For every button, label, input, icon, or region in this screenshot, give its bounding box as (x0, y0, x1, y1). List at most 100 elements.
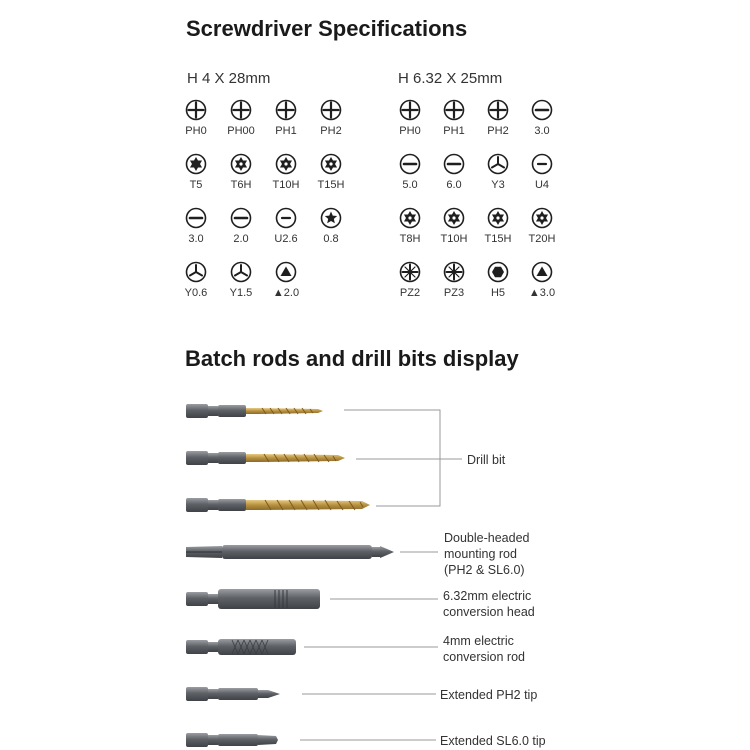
bit-label: H5 (490, 287, 506, 299)
torx-security-icon (443, 207, 465, 229)
callout-line: (PH2 & SL6.0) (444, 563, 525, 577)
conversion-head (186, 589, 320, 609)
extended-sl60-tip (186, 733, 278, 747)
specs-title: Screwdriver Specifications (186, 16, 468, 41)
drill-bit-medium (186, 451, 345, 465)
bit-cell: T8H (387, 207, 433, 245)
callout-ph2-tip: Extended PH2 tip (440, 688, 538, 702)
bit-label: T5 (189, 179, 203, 191)
bit-label: PH00 (227, 125, 255, 137)
triangle-icon (275, 261, 297, 283)
bit-cell: H5 (475, 261, 521, 299)
torx-security-icon (531, 207, 553, 229)
bit-cell: T15H (475, 207, 521, 245)
bit-label: T6H (230, 179, 252, 191)
bit-label: PH2 (320, 125, 342, 137)
bit-label: T15H (317, 179, 345, 191)
pozidriv-icon (399, 261, 421, 283)
bit-label: T8H (399, 233, 421, 245)
bit-cell: PH0 (387, 99, 433, 137)
phillips-icon (399, 99, 421, 121)
bit-cell: PH2 (308, 99, 354, 137)
bit-label: Y0.6 (184, 287, 208, 299)
drill-bit-small (186, 404, 323, 418)
bit-cell: U4 (519, 153, 565, 191)
bit-label: T10H (440, 233, 468, 245)
slotted-icon (230, 207, 252, 229)
bit-label: 6.0 (446, 179, 462, 191)
bit-label: 5.0 (402, 179, 418, 191)
bit-label: T10H (272, 179, 300, 191)
bit-label: PH2 (487, 125, 509, 137)
slotted-small-icon (531, 153, 553, 175)
callout-line: 6.32mm electric (443, 589, 532, 603)
triangle-icon (531, 261, 553, 283)
bit-cell: 6.0 (431, 153, 477, 191)
bit-cell: PZ3 (431, 261, 477, 299)
bit-label: PH1 (275, 125, 297, 137)
bit-cell: ▲2.0 (263, 261, 309, 299)
star-icon (320, 207, 342, 229)
bit-cell: T20H (519, 207, 565, 245)
phillips-icon (275, 99, 297, 121)
bit-label: 0.8 (323, 233, 339, 245)
bit-label: ▲2.0 (272, 287, 300, 299)
slotted-icon (185, 207, 207, 229)
callout-line: mounting rod (444, 547, 517, 561)
bit-label: PH0 (185, 125, 207, 137)
bit-cell: Y0.6 (173, 261, 219, 299)
bit-label: PH1 (443, 125, 465, 137)
bit-cell: PH2 (475, 99, 521, 137)
bit-label: 3.0 (534, 125, 550, 137)
bit-label: 2.0 (233, 233, 249, 245)
bit-label: Y1.5 (229, 287, 253, 299)
phillips-icon (185, 99, 207, 121)
bit-cell: ▲3.0 (519, 261, 565, 299)
callout-conversion-head: 6.32mm electric conversion head (443, 588, 535, 620)
bit-cell: Y3 (475, 153, 521, 191)
callout-line: conversion rod (443, 650, 525, 664)
torx-security-icon (399, 207, 421, 229)
bit-cell: PH1 (431, 99, 477, 137)
pozidriv-icon (443, 261, 465, 283)
bit-cell: 0.8 (308, 207, 354, 245)
tri-wing-icon (487, 153, 509, 175)
callout-line: conversion head (443, 605, 535, 619)
bit-cell: 3.0 (519, 99, 565, 137)
phillips-icon (230, 99, 252, 121)
display-title: Batch rods and drill bits display (185, 346, 519, 371)
phillips-icon (487, 99, 509, 121)
conversion-rod (186, 639, 296, 655)
torx-security-icon (320, 153, 342, 175)
bit-label: PZ2 (399, 287, 421, 299)
group-a-size-label: H 4 X 28mm (187, 70, 271, 87)
double-headed-rod (186, 545, 394, 559)
bit-cell: PH00 (218, 99, 264, 137)
bit-cell: PZ2 (387, 261, 433, 299)
group-b-size-label: H 6.32 X 25mm (398, 70, 503, 87)
phillips-icon (443, 99, 465, 121)
bit-cell: T10H (263, 153, 309, 191)
callout-conversion-rod: 4mm electric conversion rod (443, 633, 525, 665)
torx-security-icon (487, 207, 509, 229)
tri-wing-icon (230, 261, 252, 283)
bit-cell: T5 (173, 153, 219, 191)
bit-cell: T10H (431, 207, 477, 245)
bit-label: ▲3.0 (528, 287, 556, 299)
bit-cell: 5.0 (387, 153, 433, 191)
tri-wing-icon (185, 261, 207, 283)
bit-cell: 2.0 (218, 207, 264, 245)
callout-double-headed-rod: Double-headed mounting rod (PH2 & SL6.0) (444, 530, 530, 578)
bit-label: PH0 (399, 125, 421, 137)
torx-security-icon (275, 153, 297, 175)
bit-label: Y3 (491, 179, 505, 191)
callout-drill-bit: Drill bit (467, 453, 506, 467)
slotted-icon (399, 153, 421, 175)
bit-label: 3.0 (188, 233, 204, 245)
bit-label: U2.6 (274, 233, 298, 245)
torx-security-icon (230, 153, 252, 175)
extended-ph2-tip (186, 687, 280, 701)
drill-bit-large (186, 498, 370, 512)
bit-cell: T6H (218, 153, 264, 191)
